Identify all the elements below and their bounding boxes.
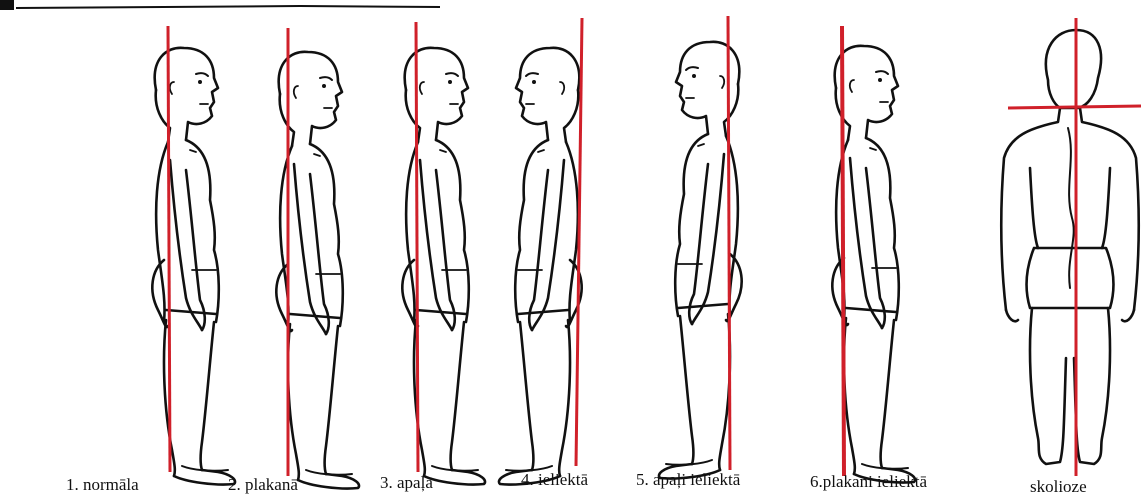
figure-6-flat-hollow-back — [832, 26, 915, 483]
reference-line-3 — [416, 22, 418, 472]
figure-7-caption: skolioze — [1030, 478, 1087, 495]
figure-6-caption: 6.plakani ieliektā — [810, 473, 927, 490]
figure-1-caption: 1. normāla — [66, 476, 139, 493]
figure-7-scoliosis — [1001, 18, 1141, 476]
reference-line-6 — [842, 26, 844, 476]
reference-line-7-shoulder — [1008, 106, 1141, 108]
scan-edge-line — [16, 6, 440, 8]
figure-3-caption: 3. apaļā — [380, 474, 433, 491]
figure-3-round-back — [402, 22, 485, 485]
reference-line-1 — [168, 26, 170, 472]
figure-4-caption: 4. ieliektā — [521, 471, 588, 488]
figure-5-round-hollow-back — [659, 16, 742, 479]
figure-2-caption: 2. plakanā — [228, 476, 298, 493]
figure-1-normal-posture — [152, 26, 235, 485]
figure-4-hollow-back — [499, 18, 582, 485]
figure-2-flat-back — [276, 28, 359, 489]
scan-mark — [0, 0, 14, 10]
reference-line-5 — [728, 16, 730, 470]
figure-5-caption: 5. apaļi ieliektā — [636, 471, 740, 488]
